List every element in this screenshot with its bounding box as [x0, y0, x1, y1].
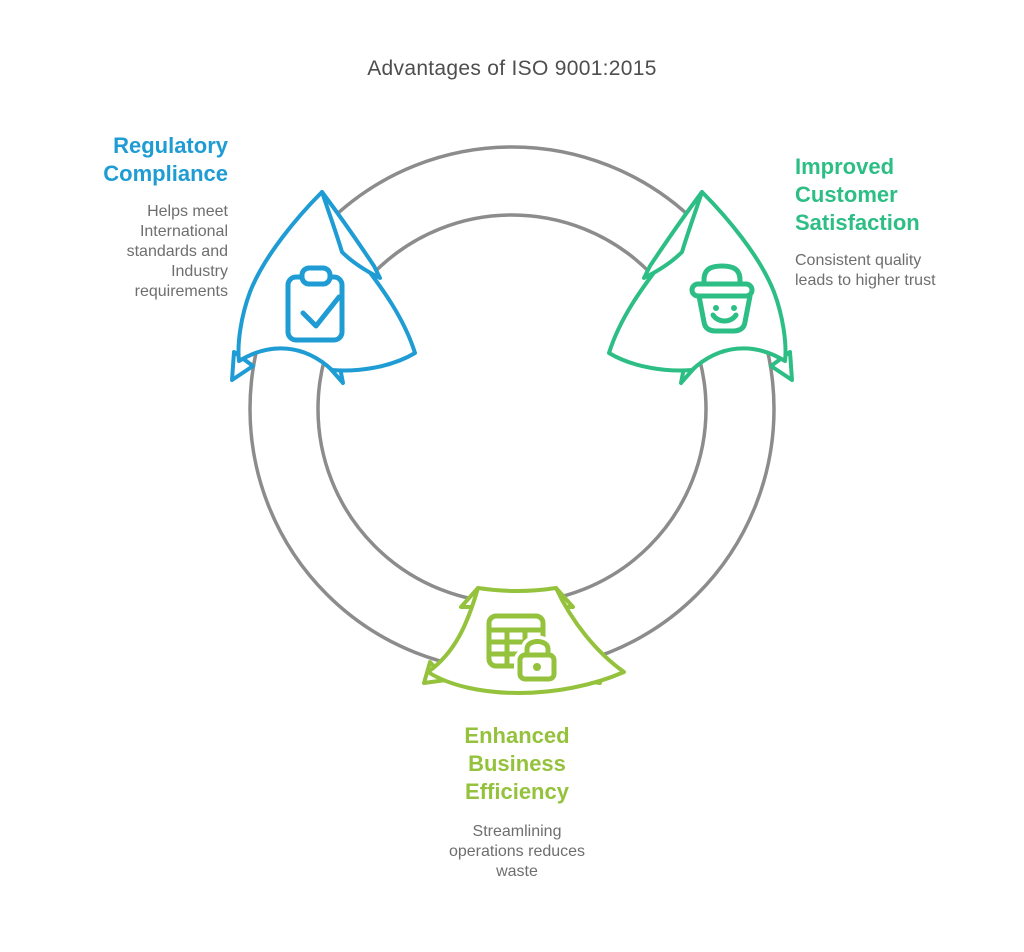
business-efficiency-node — [422, 586, 626, 695]
clipboard-checkmark — [300, 294, 342, 329]
basket-eye-left — [713, 305, 719, 311]
basket-body — [696, 293, 753, 334]
regulatory-compliance-description: Helps meet International standards and I… — [126, 203, 228, 300]
lock-shackle — [524, 639, 551, 658]
spreadsheet-lock-icon — [486, 613, 560, 685]
page-title: Advantages of ISO 9001:2015 — [367, 57, 657, 80]
customer-satisfaction-description: Consistent quality leads to higher trust — [795, 252, 936, 289]
regulatory-compliance-label: Regulatory Compliance Helps meet Interna… — [28, 132, 228, 302]
customer-satisfaction-node — [607, 190, 794, 385]
blue-arrow-tip-fold — [320, 190, 382, 280]
business-efficiency-label: Enhanced Business Efficiency Streamlinin… — [382, 722, 652, 882]
business-efficiency-heading: Enhanced Business Efficiency — [464, 723, 570, 804]
clipboard-check-icon — [285, 265, 345, 343]
basket-eye-right — [731, 305, 737, 311]
basket-brim — [689, 281, 755, 299]
regulatory-compliance-node — [230, 190, 417, 385]
basket-smile — [710, 312, 739, 324]
clipboard-clip — [299, 265, 333, 287]
green-arrow-shape — [607, 190, 788, 373]
green-arrow-tip-fold — [642, 190, 704, 280]
customer-satisfaction-label: Improved Customer Satisfaction Consisten… — [795, 153, 1010, 291]
basket-lid — [701, 263, 743, 287]
smiling-basket-icon — [689, 263, 755, 334]
lock-keyhole — [533, 663, 541, 671]
business-efficiency-description: Streamlining operations reduces waste — [448, 823, 586, 880]
customer-satisfaction-heading: Improved Customer Satisfaction — [795, 154, 920, 235]
regulatory-compliance-heading: Regulatory Compliance — [103, 133, 228, 186]
